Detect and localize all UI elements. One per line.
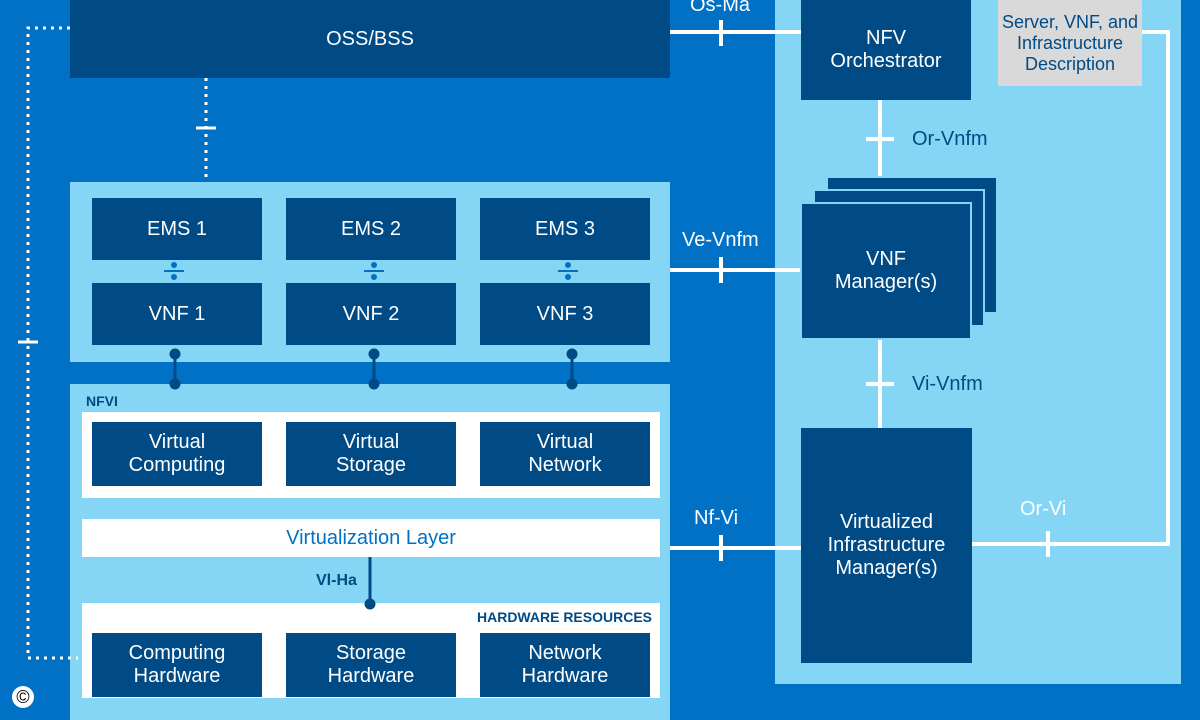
vnf-2-box: VNF 2	[286, 283, 456, 345]
vn-nf-label: Vn-Nf	[414, 365, 452, 381]
ems-2-box: EMS 2	[286, 198, 456, 260]
virtualization-layer-label: Virtualization Layer	[286, 526, 456, 549]
ems-1-box: EMS 1	[92, 198, 262, 260]
oss-bss-box: OSS/BSS	[70, 0, 670, 78]
virtualization-layer	[82, 519, 660, 557]
ems-3-box: EMS 3	[480, 198, 650, 260]
descriptor-box: Server, VNF, and Infrastructure Descript…	[998, 0, 1142, 86]
virtual-network-box: Virtual Network	[480, 422, 650, 486]
vnf-manager-box: VNF Manager(s)	[800, 202, 972, 340]
virtual-storage-box: Virtual Storage	[286, 422, 456, 486]
vl-ha-label: Vl-Ha	[316, 572, 357, 589]
or-vnfm-label: Or-Vnfm	[912, 128, 988, 150]
network-hardware-box: Network Hardware	[480, 633, 650, 697]
computing-hardware-box: Computing Hardware	[92, 633, 262, 697]
nf-vi-label: Nf-Vi	[694, 507, 739, 529]
os-ma-label: Os-Ma	[690, 0, 750, 16]
storage-hardware-box: Storage Hardware	[286, 633, 456, 697]
vnf-3-box: VNF 3	[480, 283, 650, 345]
or-vi-label: Or-Vi	[1020, 498, 1067, 520]
nfvi-label: NFVI	[86, 393, 118, 409]
hardware-resources-label: HARDWARE RESOURCES	[476, 609, 652, 625]
vi-vnfm-label: Vi-Vnfm	[912, 373, 983, 395]
vnf-1-box: VNF 1	[92, 283, 262, 345]
ve-vnfm-label: Ve-Vnfm	[682, 229, 759, 251]
virtual-computing-box: Virtual Computing	[92, 422, 262, 486]
vim-box: Virtualized Infrastructure Manager(s)	[801, 428, 972, 663]
nfv-orchestrator-box: NFV Orchestrator	[801, 0, 971, 100]
copyright-icon: ©	[12, 686, 34, 708]
